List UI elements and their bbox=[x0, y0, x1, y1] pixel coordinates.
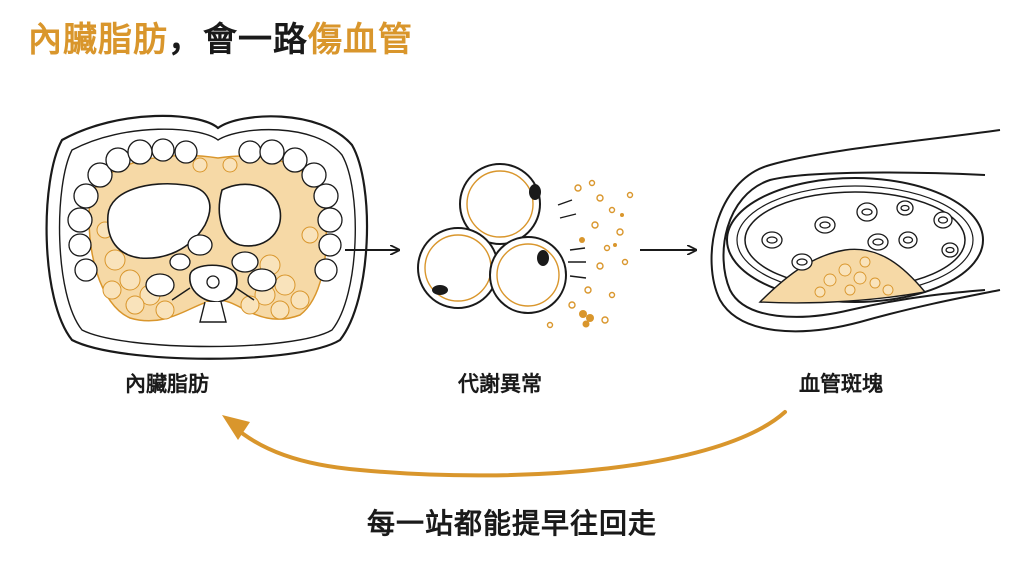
stage-label-vascular-plaque: 血管斑塊 bbox=[799, 372, 883, 396]
return-arrow bbox=[230, 410, 787, 478]
page-title: 內臟脂肪，會一路傷血管 bbox=[28, 18, 413, 62]
fat-cells-illustration bbox=[417, 163, 634, 329]
title-highlight-vessel: 傷血管 bbox=[308, 20, 413, 60]
intestine-loops bbox=[67, 138, 343, 282]
stage-label-metabolic-abnormality: 代謝異常 bbox=[458, 372, 542, 396]
stage-label-visceral-fat: 內臟脂肪 bbox=[125, 372, 209, 396]
return-arrow-head bbox=[222, 415, 250, 440]
release-motion-lines bbox=[557, 199, 587, 279]
title-connector: ，會一路 bbox=[168, 20, 308, 60]
fat-globules bbox=[96, 157, 319, 320]
title-highlight-fat: 內臟脂肪 bbox=[28, 20, 168, 60]
artery-plaque-illustration bbox=[710, 129, 1001, 333]
blood-cells bbox=[761, 200, 959, 271]
released-particles-filled bbox=[579, 213, 624, 328]
abdomen-cross-section-illustration bbox=[45, 114, 369, 360]
bottom-caption: 每一站都能提早往回走 bbox=[366, 507, 657, 540]
released-particles bbox=[546, 179, 634, 329]
